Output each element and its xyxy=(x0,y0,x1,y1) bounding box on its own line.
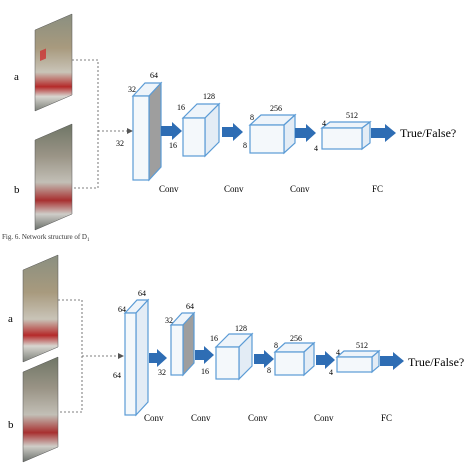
fig2-block-4-bottom-dim: 8 xyxy=(267,366,271,375)
output-arrow xyxy=(371,124,396,142)
layer-label-4: FC xyxy=(372,184,383,194)
input-image-b-2 xyxy=(22,356,59,463)
conv-block-2-4 xyxy=(273,341,316,377)
caption-text: Fig. 6. Network structure of D xyxy=(2,233,87,241)
fc-block-2 xyxy=(335,349,381,374)
fig2-block-2-bottom-dim: 32 xyxy=(158,368,166,377)
block-2-bottom-dim: 16 xyxy=(169,141,177,150)
conv-block-3 xyxy=(248,113,297,155)
fig2-block-2-left-dim: 32 xyxy=(165,316,173,325)
conv-block-2-1 xyxy=(123,298,150,417)
arrow-3 xyxy=(295,124,316,142)
input-connector-2 xyxy=(58,299,83,413)
fig2-layer-label-1: Conv xyxy=(144,413,164,423)
conv-block-2 xyxy=(181,102,221,158)
input-label-a-2: a xyxy=(8,313,13,325)
arrow-2 xyxy=(222,123,243,141)
input-image-b xyxy=(34,123,73,231)
fig2-layer-label-3: Conv xyxy=(248,413,268,423)
caption-subscript: 1 xyxy=(87,238,90,243)
fig2-output-arrow xyxy=(380,352,404,370)
fig2-layer-label-4: Conv xyxy=(314,413,334,423)
layer-label-3: Conv xyxy=(290,184,310,194)
fig2-arrow-1 xyxy=(149,349,167,367)
fig2-layer-label-5: FC xyxy=(381,413,392,423)
block-4-bottom-dim: 4 xyxy=(314,144,318,153)
block-2-top-dim: 128 xyxy=(203,92,215,101)
conv-block-2-3 xyxy=(214,332,254,381)
figure-caption: Fig. 6. Network structure of D1 xyxy=(2,233,90,243)
fig2-block-2-top-dim: 64 xyxy=(186,302,194,311)
block-1-top-dim: 64 xyxy=(150,71,158,80)
input-image-a-2 xyxy=(22,254,59,363)
fig2-arrow-4 xyxy=(316,351,335,369)
input-connector xyxy=(72,59,99,189)
output-label: True/False? xyxy=(400,126,456,140)
fig2-block-1-top-dim: 64 xyxy=(138,289,146,298)
block-1-left-dim: 32 xyxy=(128,85,136,94)
figure-1: a b 64 32 32 128 16 16 xyxy=(14,13,456,231)
input-label-a: a xyxy=(14,71,19,83)
arrow-1 xyxy=(161,122,182,140)
block-3-left-dim: 8 xyxy=(250,113,254,122)
conv-block-1 xyxy=(131,81,163,182)
fig2-block-3-left-dim: 16 xyxy=(210,334,218,343)
block-3-bottom-dim: 8 xyxy=(243,141,247,150)
conv-block-2-2 xyxy=(169,311,196,377)
fig2-block-1-bottom-dim: 64 xyxy=(113,371,121,380)
block-3-top-dim: 256 xyxy=(270,104,282,113)
fig2-arrow-3 xyxy=(254,350,274,368)
block-2-left-dim: 16 xyxy=(177,103,185,112)
fig2-block-5-top-dim: 512 xyxy=(356,341,368,350)
figure-2: a b 64 64 64 64 32 32 xyxy=(8,254,464,463)
fc-block xyxy=(320,120,372,151)
fig2-arrow-2 xyxy=(195,346,214,364)
fig2-block-4-top-dim: 256 xyxy=(290,334,302,343)
input-label-b: b xyxy=(14,184,20,196)
fig2-block-5-bottom-dim: 4 xyxy=(329,368,333,377)
block-4-top-dim: 512 xyxy=(346,111,358,120)
fig2-block-4-left-dim: 8 xyxy=(274,341,278,350)
input-image-a xyxy=(34,13,73,112)
fig2-block-3-top-dim: 128 xyxy=(235,324,247,333)
layer-label-1: Conv xyxy=(159,184,179,194)
block-4-left-dim: 4 xyxy=(322,119,326,128)
fig2-block-5-left-dim: 4 xyxy=(336,348,340,357)
fig2-output-label: True/False? xyxy=(408,355,464,369)
input-label-b-2: b xyxy=(8,419,14,431)
fig2-layer-label-2: Conv xyxy=(191,413,211,423)
fig2-block-1-left-dim: 64 xyxy=(118,305,126,314)
fig2-block-3-bottom-dim: 16 xyxy=(201,367,209,376)
layer-label-2: Conv xyxy=(224,184,244,194)
block-1-bottom-dim: 32 xyxy=(116,139,124,148)
